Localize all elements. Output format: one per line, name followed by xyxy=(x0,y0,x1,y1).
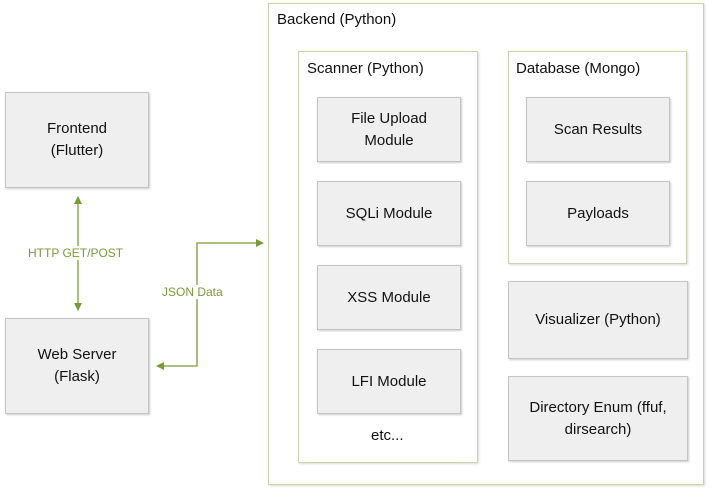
more-modules-label: etc... xyxy=(371,427,404,444)
lfi-module: LFI Module xyxy=(317,349,461,414)
json-edge-label: JSON Data xyxy=(160,285,225,299)
scan-results-collection: Scan Results xyxy=(526,97,670,162)
sqli-module: SQLi Module xyxy=(317,181,461,246)
visualizer-node: Visualizer (Python) xyxy=(508,281,688,359)
frontend-node: Frontend (Flutter) xyxy=(5,92,149,188)
directory-enum-node: Directory Enum (ffuf, dirsearch) xyxy=(508,376,688,461)
database-title: Database (Mongo) xyxy=(516,60,641,77)
file-upload-module: File Upload Module xyxy=(317,97,461,162)
backend-title: Backend (Python) xyxy=(277,11,397,28)
webserver-node: Web Server (Flask) xyxy=(5,318,149,414)
http-edge-label: HTTP GET/POST xyxy=(26,246,126,260)
payloads-collection: Payloads xyxy=(526,181,670,246)
xss-module: XSS Module xyxy=(317,265,461,330)
scanner-title: Scanner (Python) xyxy=(307,60,424,77)
json-edge xyxy=(156,239,264,370)
